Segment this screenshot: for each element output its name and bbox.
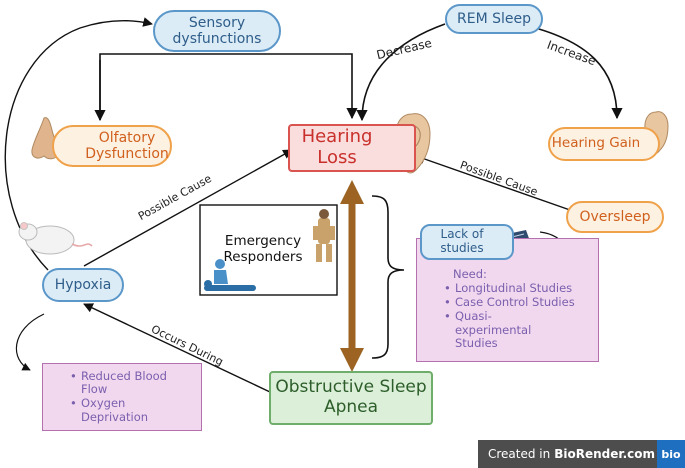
need-item: Quasi- experimental Studies — [444, 310, 565, 350]
effect-item: Oxygen Deprivation — [70, 397, 181, 424]
cpr-icon — [204, 259, 256, 291]
hypoxia-node: Hypoxia — [42, 268, 124, 302]
firefighter-icon — [313, 209, 335, 262]
bidirectional-arrow — [340, 180, 364, 372]
edge-osa-hypoxia — [83, 303, 271, 393]
rat-icon — [18, 222, 93, 255]
curly-brace — [371, 195, 405, 359]
emergency-responders-label-wrap: Emergency Responders — [215, 232, 311, 268]
nose-icon — [31, 117, 59, 160]
hypoxia-effects-list: Reduced Blood Flow Oxygen Deprivation — [67, 369, 195, 424]
need-heading: Need: — [453, 267, 487, 281]
edge-oversleep-hearing — [415, 154, 571, 211]
olfactory-dysfunction-node: Olfatory Dysfunction — [52, 125, 172, 167]
watermark-prefix: Created in — [488, 447, 551, 461]
hypoxia-effects-box: Reduced Blood Flow Oxygen Deprivation — [42, 363, 202, 431]
edge-sensory-olfactory — [99, 53, 358, 120]
edge-hypoxia-effects — [15, 313, 45, 371]
lack-of-studies-node: Lack of studies — [420, 224, 514, 260]
sensory-dysfunctions-node: Sensory dysfunctions — [153, 10, 281, 52]
emergency-responders-label: Emergency Responders — [223, 233, 303, 265]
obstructive-sleep-apnea-node: Obstructive Sleep Apnea — [269, 371, 433, 425]
biorender-watermark: Created in BioRender.com bio — [478, 440, 685, 468]
rem-sleep-label: REM Sleep — [457, 10, 531, 27]
watermark-brand: BioRender.com — [554, 447, 656, 461]
hearing-loss-label: Hearing Loss — [301, 126, 373, 168]
rem-sleep-node: REM Sleep — [445, 4, 543, 34]
olfactory-dysfunction-label: Olfatory Dysfunction — [85, 129, 169, 162]
effect-item: Reduced Blood Flow — [70, 369, 181, 396]
hypoxia-label: Hypoxia — [54, 276, 112, 293]
hearing-gain-label: Hearing Gain — [551, 135, 641, 152]
hearing-gain-node: Hearing Gain — [548, 127, 660, 161]
edge-rem-increase — [519, 23, 623, 120]
lack-of-studies-label: Lack of studies — [440, 227, 484, 255]
edge-rem-decrease — [356, 23, 446, 122]
edge-hypoxia-sensory — [4, 17, 153, 271]
oversleep-label: Oversleep — [579, 208, 651, 225]
need-list: Longitudinal Studies Case Control Studie… — [441, 281, 590, 350]
oversleep-node: Oversleep — [566, 201, 664, 233]
biorender-logo-icon: bio — [657, 440, 685, 468]
need-item: Case Control Studies — [444, 295, 590, 309]
hearing-loss-node: Hearing Loss — [288, 124, 416, 172]
edge-hypoxia-hearing — [83, 149, 293, 267]
sensory-dysfunctions-label: Sensory dysfunctions — [172, 14, 262, 47]
obstructive-sleep-apnea-label: Obstructive Sleep Apnea — [275, 377, 427, 417]
need-item: Longitudinal Studies — [444, 281, 590, 295]
